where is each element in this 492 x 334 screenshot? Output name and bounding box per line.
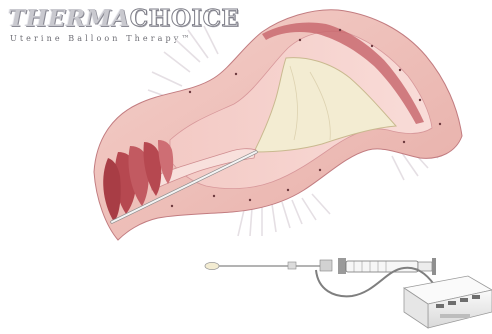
balloon-catheter-icon xyxy=(205,260,332,271)
uterus-illustration xyxy=(94,10,462,240)
control-unit-icon xyxy=(404,276,492,328)
